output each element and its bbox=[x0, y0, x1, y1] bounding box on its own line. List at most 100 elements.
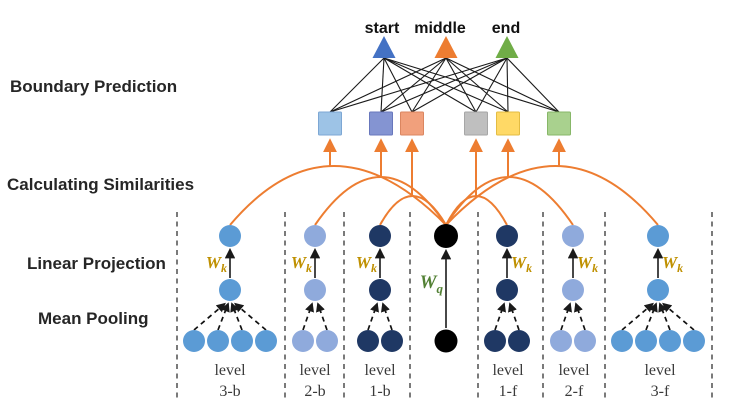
mean-circle-1b bbox=[369, 279, 391, 301]
connection-line bbox=[329, 57, 447, 113]
connection-line bbox=[329, 57, 385, 113]
wk-label: Wk bbox=[206, 253, 227, 275]
token-circle bbox=[292, 330, 314, 352]
mean-circle-2b bbox=[304, 279, 326, 301]
token-circle bbox=[635, 330, 657, 352]
connection-line bbox=[329, 57, 508, 113]
pooling-line bbox=[662, 302, 695, 331]
stage-label-calculating-similarities: Calculating Similarities bbox=[7, 175, 194, 194]
pooling-line bbox=[381, 302, 393, 331]
key-circle-2b bbox=[304, 225, 326, 247]
connection-line bbox=[383, 57, 560, 113]
mean-circle-3f bbox=[647, 279, 669, 301]
token-circle bbox=[381, 330, 403, 352]
level-label-id: 1-b bbox=[369, 383, 390, 400]
similarity-arc bbox=[229, 165, 447, 226]
similarity-square bbox=[369, 111, 393, 136]
similarity-arrows bbox=[323, 138, 566, 196]
output-triangle-middle bbox=[434, 36, 458, 58]
connection-line bbox=[380, 57, 385, 113]
pooling-line bbox=[508, 302, 520, 331]
key-circle-1b bbox=[369, 225, 391, 247]
output-label-end: end bbox=[492, 20, 520, 37]
level-label-id: 2-f bbox=[565, 383, 584, 400]
stage-label-linear-projection: Linear Projection bbox=[27, 254, 166, 273]
similarity-square bbox=[464, 111, 488, 136]
similarity-squares bbox=[318, 111, 571, 136]
similarity-arcs bbox=[229, 165, 659, 226]
similarity-square bbox=[318, 111, 342, 136]
token-circle bbox=[574, 330, 596, 352]
similarity-square bbox=[400, 111, 424, 136]
query-circle-top bbox=[434, 224, 458, 248]
pooling-line bbox=[645, 302, 658, 331]
token-circle bbox=[316, 330, 338, 352]
stage-label-mean-pooling: Mean Pooling bbox=[38, 309, 149, 328]
wq-label: Wq bbox=[420, 272, 444, 296]
pooling-line bbox=[621, 302, 654, 331]
level-label-id: 1-f bbox=[499, 383, 518, 400]
prediction-connections bbox=[329, 57, 560, 113]
connection-line bbox=[380, 57, 508, 113]
connection-line bbox=[506, 57, 509, 113]
level-label-word: level bbox=[492, 362, 524, 379]
output-triangle-start bbox=[372, 36, 396, 58]
projection-arrows bbox=[224, 247, 664, 328]
connection-line bbox=[383, 57, 477, 113]
token-circle bbox=[550, 330, 572, 352]
pooling-line bbox=[367, 302, 379, 331]
level-label-word: level bbox=[364, 362, 396, 379]
output-label-middle: middle bbox=[414, 20, 466, 37]
pooling-line bbox=[217, 302, 230, 331]
key-circle-1f bbox=[496, 225, 518, 247]
level-label-id: 3-b bbox=[219, 383, 240, 400]
token-circle bbox=[231, 330, 253, 352]
connection-line bbox=[445, 57, 560, 113]
level-labels: level 3-b level 2-b level 1-b level 1-f … bbox=[214, 362, 676, 400]
mean-pooling-layer: level 3-b level 2-b level 1-b level 1-f … bbox=[183, 279, 705, 400]
similarity-square bbox=[496, 111, 520, 136]
token-circle bbox=[683, 330, 705, 352]
pooling-line bbox=[574, 302, 586, 331]
pooling-line bbox=[193, 302, 226, 331]
pooling-line bbox=[230, 302, 243, 331]
output-triangle-end bbox=[495, 36, 519, 58]
mean-circle-2f bbox=[562, 279, 584, 301]
level-label-word: level bbox=[558, 362, 590, 379]
connection-line bbox=[475, 57, 508, 113]
key-circle-3b bbox=[219, 225, 241, 247]
wk-label: Wk bbox=[662, 253, 683, 275]
connection-line bbox=[445, 57, 509, 113]
connection-line bbox=[411, 57, 447, 113]
key-circle-2f bbox=[562, 225, 584, 247]
query-circle-bottom bbox=[434, 329, 458, 353]
wk-label: Wk bbox=[511, 253, 532, 275]
level-label-id: 2-b bbox=[304, 383, 325, 400]
pooling-line bbox=[560, 302, 572, 331]
token-circle bbox=[183, 330, 205, 352]
connection-line bbox=[380, 57, 447, 113]
token-circle bbox=[508, 330, 530, 352]
wk-label: Wk bbox=[291, 253, 312, 275]
level-label-word: level bbox=[644, 362, 676, 379]
mean-circle-1f bbox=[496, 279, 518, 301]
token-circle bbox=[255, 330, 277, 352]
similarity-arc bbox=[379, 195, 447, 226]
key-circle-3f bbox=[647, 225, 669, 247]
similarity-square bbox=[547, 111, 571, 136]
connection-line bbox=[383, 57, 413, 113]
pooling-line bbox=[494, 302, 506, 331]
connection-line bbox=[383, 57, 509, 113]
pooling-line bbox=[302, 302, 314, 331]
connection-line bbox=[445, 57, 477, 113]
level-label-word: level bbox=[214, 362, 246, 379]
token-circle bbox=[357, 330, 379, 352]
wk-label: Wk bbox=[577, 253, 598, 275]
connection-line bbox=[411, 57, 508, 113]
level-label-word: level bbox=[299, 362, 331, 379]
token-circle bbox=[207, 330, 229, 352]
similarity-layer bbox=[229, 111, 659, 226]
pooling-line bbox=[234, 302, 267, 331]
